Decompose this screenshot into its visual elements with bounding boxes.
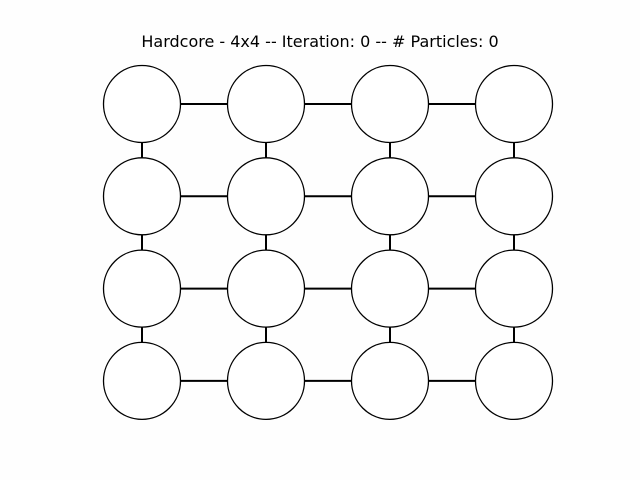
- lattice-node: [226, 157, 306, 236]
- lattice-node: [102, 64, 182, 144]
- lattice-node: [102, 341, 182, 421]
- lattice-node: [102, 157, 182, 236]
- lattice-node: [474, 341, 554, 421]
- figure-title: Hardcore - 4x4 -- Iteration: 0 -- # Part…: [141, 32, 499, 51]
- lattice-node: [350, 341, 430, 421]
- lattice-node: [226, 249, 306, 328]
- lattice-node: [474, 249, 554, 328]
- lattice-node: [226, 341, 306, 421]
- lattice-node: [350, 249, 430, 328]
- lattice-node: [226, 64, 306, 144]
- lattice-node: [350, 157, 430, 236]
- edge-group: [141, 103, 515, 382]
- lattice-node: [350, 64, 430, 144]
- lattice-node: [474, 64, 554, 144]
- lattice-node: [474, 157, 554, 236]
- lattice-node: [102, 249, 182, 328]
- node-group: [102, 64, 554, 421]
